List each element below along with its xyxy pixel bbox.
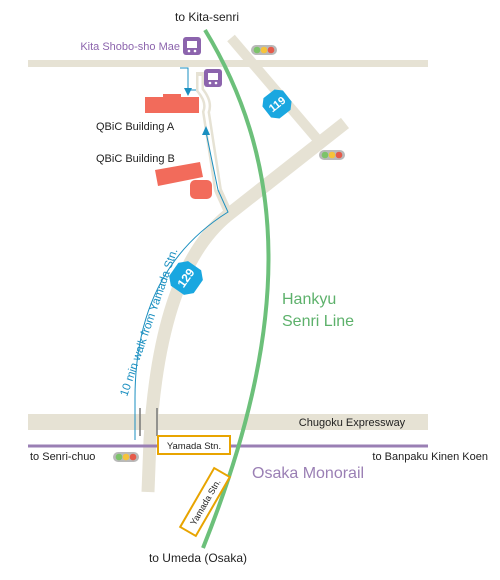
qbic-building-b-label: QBiC Building B (96, 153, 175, 165)
to-kita-senri-label: to Kita-senri (175, 10, 239, 24)
hankyu-line-label-2: Senri Line (282, 313, 354, 330)
qbic-building-b (155, 162, 212, 199)
route-129-road (141, 117, 350, 493)
yamada-station-monorail-label: Yamada Stn. (167, 441, 221, 452)
to-banpaku-label: to Banpaku Kinen Koen (372, 451, 488, 463)
route-129-badge: 129 (169, 261, 203, 295)
qbic-driveway (196, 72, 232, 214)
walk-route (134, 67, 229, 440)
bus-route-arrow (184, 88, 192, 96)
to-senri-chuo-label: to Senri-chuo (30, 451, 95, 463)
hankyu-senri-line (201, 28, 271, 549)
qbic-building-a-label: QBiC Building A (96, 121, 175, 133)
kita-shobo-sho-mae-label: Kita Shobo-sho Mae (80, 41, 180, 53)
traffic-light-icon (319, 150, 345, 160)
hankyu-line-label-1: Hankyu (282, 291, 336, 308)
yamada-station-monorail: Yamada Stn. (157, 435, 231, 455)
northern-road (28, 60, 428, 67)
chugoku-expressway-label: Chugoku Expressway (299, 417, 406, 429)
route-119-badge: 119 (262, 89, 292, 119)
traffic-light-icon (113, 452, 139, 462)
bus-stop-icon (183, 37, 201, 55)
northeast-road (227, 34, 322, 144)
traffic-light-icon (251, 45, 277, 55)
qbic-building-a (145, 94, 199, 113)
to-umeda-label: to Umeda (Osaka) (149, 551, 247, 565)
walk-route-arrow (202, 126, 210, 135)
chugoku-expressway-road (28, 414, 428, 430)
bus-stop-icon (204, 69, 222, 87)
roads (28, 34, 428, 493)
osaka-monorail-label: Osaka Monorail (252, 465, 364, 482)
